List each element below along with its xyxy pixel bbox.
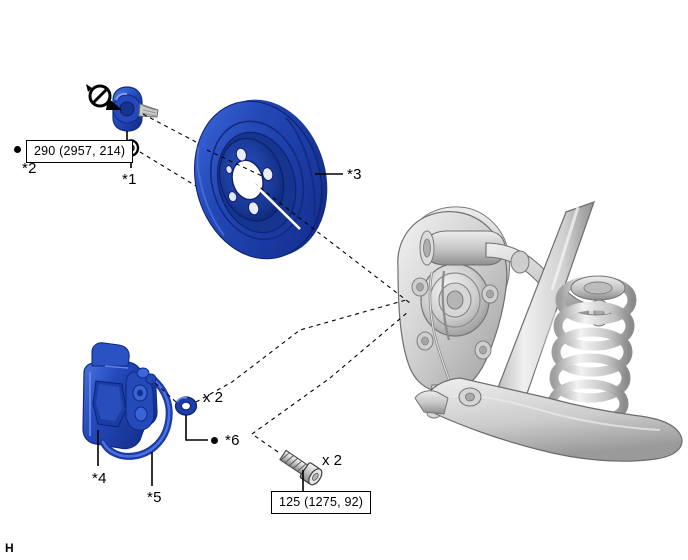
brake-caliper-assembly [82, 342, 158, 450]
quantity-label-bolt: x 2 [322, 452, 343, 469]
coil-spring [547, 275, 637, 427]
axle-hub-nut [112, 86, 159, 132]
ref-label-3: *3 [347, 166, 362, 183]
assembly-path-cap [139, 151, 197, 187]
lower-control-arm [423, 377, 683, 462]
assembly-path-rotor-hub [253, 182, 411, 304]
assembly-path-gasket-hub [195, 299, 407, 403]
assembly-path-bolt-hub [251, 311, 409, 435]
lower-link [414, 390, 449, 415]
torque-spec-caliper-bolt: 125 (1275, 92) [271, 491, 372, 514]
quantity-label-gasket: x 2 [203, 389, 224, 406]
brake-flexible-hose [99, 373, 173, 460]
caliper-mounting-bolt [279, 449, 323, 486]
leader-ref-6 [185, 415, 208, 441]
ref-label-2: *2 [22, 160, 37, 177]
non-reusable-marker-gasket [211, 437, 218, 444]
assembly-path-gasket-caliper [151, 379, 177, 403]
ref-label-4: *4 [92, 470, 107, 487]
brake-hose-gasket [174, 396, 198, 416]
steering-knuckle-body [397, 211, 508, 419]
page-corner-mark: H [5, 541, 14, 555]
axle-carrier-group [397, 201, 683, 462]
no-grease-icon [86, 84, 122, 110]
assembly-path-bolt-left [251, 433, 279, 453]
ref-label-6: *6 [225, 432, 240, 449]
ref-label-5: *5 [147, 489, 162, 506]
non-reusable-marker-hub-nut [14, 146, 21, 153]
assembly-path-nut [142, 113, 197, 143]
ref-label-1: *1 [122, 171, 137, 188]
torque-spec-hub-nut: 290 (2957, 214) [26, 140, 134, 163]
